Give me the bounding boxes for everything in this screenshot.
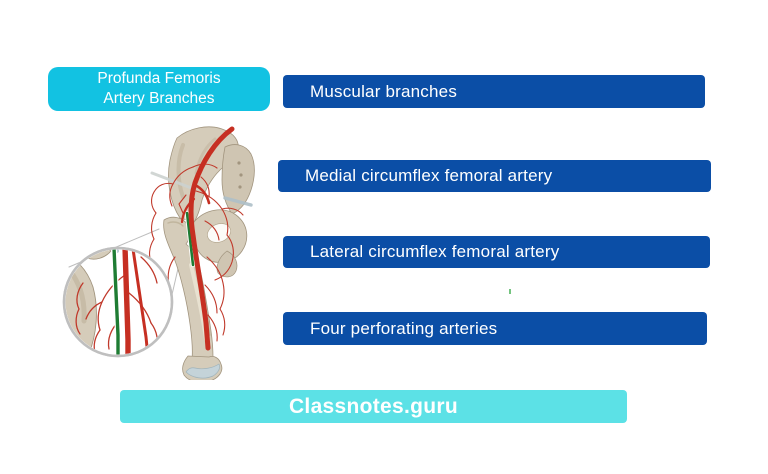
magnified-profunda-green-artery: [112, 249, 120, 355]
ligament-lines: [150, 171, 253, 207]
femur-bone: [163, 216, 223, 380]
title-line-1: Profunda Femoris: [97, 69, 221, 87]
branch-label: Medial circumflex femoral artery: [305, 166, 553, 185]
branch-bar-medial-circumflex: Medial circumflex femoral artery: [278, 160, 711, 192]
profunda-femoris-green-artery: [184, 210, 196, 268]
branch-bar-muscular: Muscular branches: [283, 75, 705, 108]
title-box: Profunda Femoris Artery Branches: [48, 67, 270, 111]
branch-label: Four perforating arteries: [310, 318, 498, 338]
magnified-femoral-red-artery: [122, 249, 131, 355]
branch-bar-perforating: Four perforating arteries: [283, 312, 707, 345]
magnifier-inset: [62, 246, 174, 358]
footer-brand-bar: Classnotes.guru: [120, 390, 627, 423]
branch-bar-lateral-circumflex: Lateral circumflex femoral artery: [283, 236, 710, 268]
anatomy-illustration: [62, 126, 255, 380]
footer-brand-label: Classnotes.guru: [288, 394, 459, 418]
title-line-2: Artery Branches: [103, 90, 215, 107]
branch-label: Muscular branches: [310, 81, 458, 101]
branch-label: Lateral circumflex femoral artery: [310, 242, 560, 261]
femoral-artery-red: [180, 126, 235, 351]
stray-mark: [509, 289, 511, 294]
